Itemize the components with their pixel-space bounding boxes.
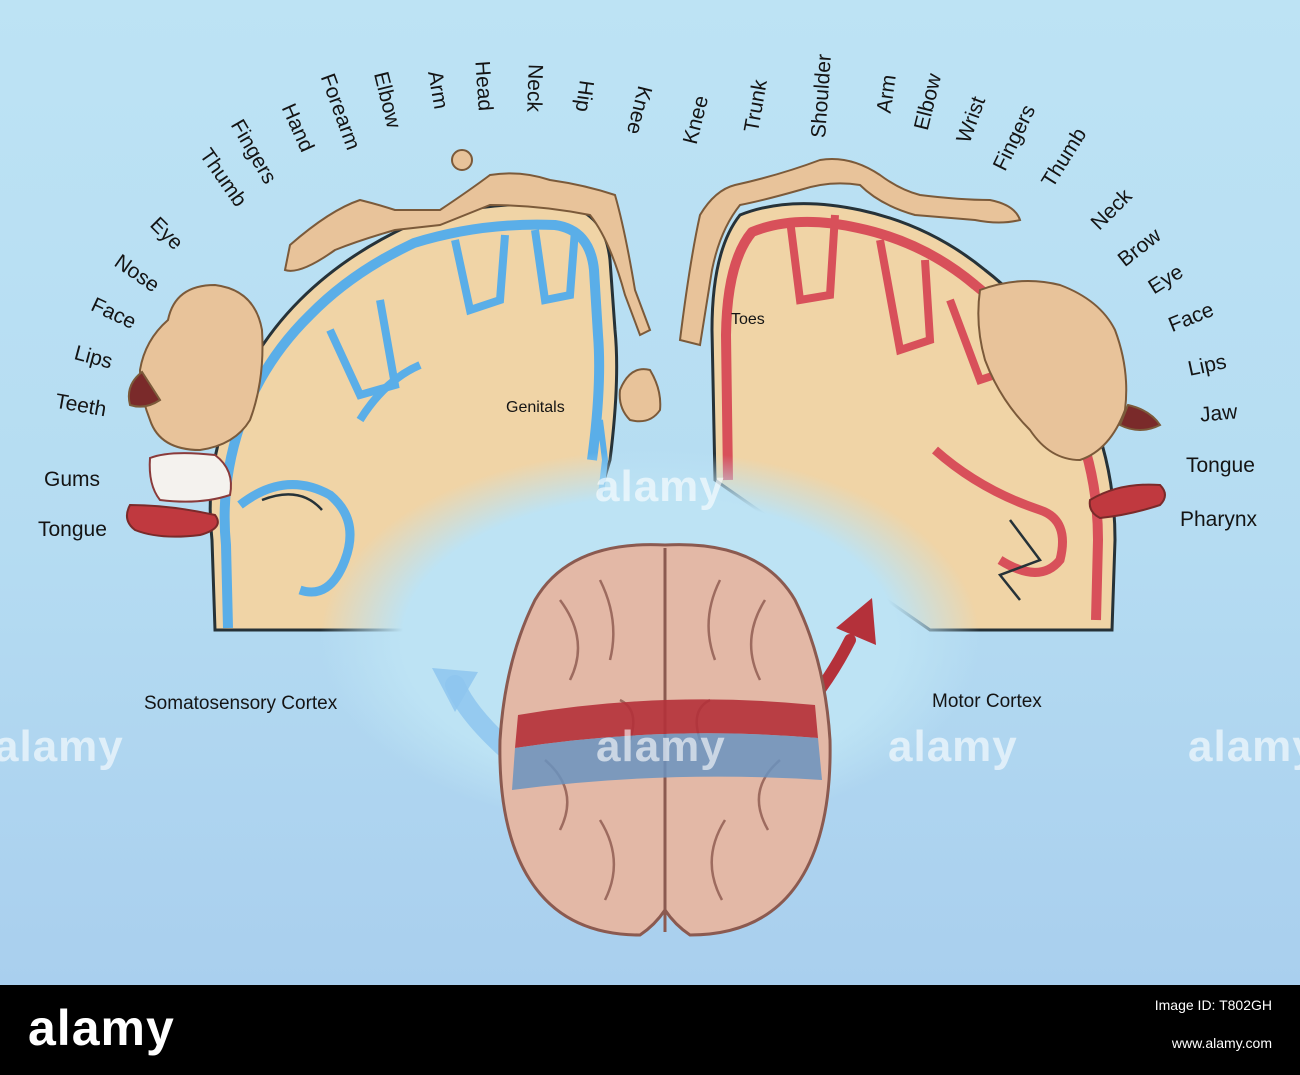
sensory-homunculus <box>125 149 662 538</box>
watermark-mid: alamy <box>596 722 726 771</box>
genitals-label: Genitals <box>506 399 565 416</box>
watermark-center: alamy <box>595 462 725 511</box>
brain-top-view <box>498 543 832 937</box>
footer-bar: alamy Image ID: T802GH www.alamy.com <box>0 985 1300 1075</box>
sensory-label-head: Head <box>470 60 497 112</box>
watermark-right: alamy <box>888 722 1018 771</box>
watermark-left: alamy <box>0 722 124 771</box>
footer-logo: alamy <box>28 1000 175 1056</box>
diagram-canvas: Tongue Gums Teeth Lips Face Nose Eye Thu… <box>0 0 1300 985</box>
motor-homunculus <box>678 158 1166 520</box>
footer-url[interactable]: www.alamy.com <box>1171 1035 1272 1051</box>
diagram-artwork <box>125 149 1166 937</box>
watermark-edge: alamy <box>1188 722 1300 771</box>
toes-label: Toes <box>731 311 765 328</box>
motor-cortex-caption: Motor Cortex <box>932 691 1042 712</box>
motor-label-tongue: Tongue <box>1186 454 1255 477</box>
sensory-label-neck: Neck <box>522 63 547 113</box>
sensory-label-tongue: Tongue <box>38 518 107 541</box>
sensory-label-gums: Gums <box>44 468 101 491</box>
footer-image-id: Image ID: T802GH <box>1154 997 1272 1013</box>
somatosensory-cortex-caption: Somatosensory Cortex <box>144 693 338 714</box>
motor-label-jaw: Jaw <box>1199 400 1239 427</box>
sensory-label-hip: Hip <box>570 78 598 114</box>
motor-label-pharynx: Pharynx <box>1180 508 1258 531</box>
